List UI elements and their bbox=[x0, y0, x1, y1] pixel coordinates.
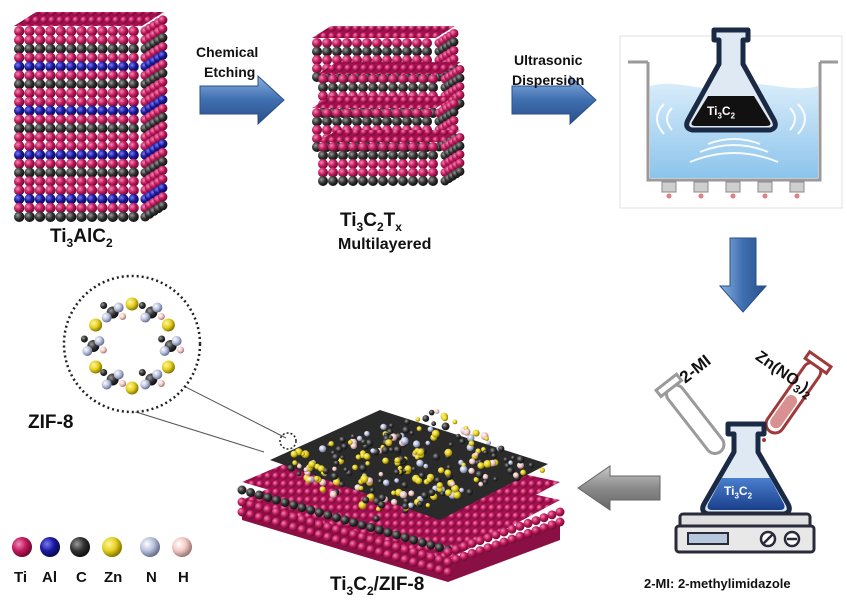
zif8-zoom bbox=[62, 274, 297, 453]
legend-label-h: H bbox=[178, 569, 189, 586]
legend-label-zn: Zn bbox=[104, 569, 123, 586]
multilayer-formula: Ti3C2Tx bbox=[340, 210, 402, 234]
stirrer-hotplate bbox=[674, 512, 816, 554]
zif8-label: ZIF-8 bbox=[28, 412, 74, 433]
flask-icon bbox=[684, 27, 778, 133]
legend-swatch-zn bbox=[102, 537, 122, 557]
product-label: Ti3C2/ZIF-8 bbox=[330, 574, 425, 598]
ti3alc2-crystal bbox=[14, 12, 168, 223]
return-arrow bbox=[577, 465, 661, 511]
test-tube-zn bbox=[764, 349, 834, 435]
etching-arrow bbox=[199, 74, 285, 126]
synthesis-station bbox=[653, 349, 834, 554]
step1-label-line1: Chemical bbox=[196, 44, 259, 60]
legend-label-c: C bbox=[76, 569, 87, 586]
step2-label-line1: Ultrasonic bbox=[514, 52, 583, 68]
ultrasonic-bath bbox=[619, 27, 843, 209]
legend-swatch-al bbox=[40, 537, 60, 557]
ti3c2tx-multilayer bbox=[312, 26, 465, 186]
legend-label-al: Al bbox=[42, 569, 57, 586]
step2-label-line2: Dispersion bbox=[512, 72, 585, 88]
bath-flask-label: Ti3C2 bbox=[707, 104, 736, 121]
reaction-flask-label: Ti3C2 bbox=[724, 484, 753, 501]
legend-label-n: N bbox=[146, 569, 157, 586]
precursor-label: Ti3AlC2 bbox=[50, 226, 113, 250]
legend-label-ti: Ti bbox=[14, 569, 28, 586]
atom-legend bbox=[12, 537, 192, 557]
legend-swatch-n bbox=[140, 537, 160, 557]
composite-structure bbox=[237, 409, 565, 582]
down-arrow bbox=[718, 237, 768, 313]
test-tube-2mi bbox=[653, 372, 726, 455]
multilayer-caption: Multilayered bbox=[338, 236, 432, 253]
footnote: 2-MI: 2-methylimidazole bbox=[644, 576, 791, 591]
legend-swatch-ti bbox=[12, 537, 32, 557]
dispersion-arrow bbox=[511, 74, 597, 126]
step1-label-line2: Etching bbox=[204, 64, 256, 80]
legend-swatch-c bbox=[70, 537, 90, 557]
legend-swatch-h bbox=[172, 537, 192, 557]
